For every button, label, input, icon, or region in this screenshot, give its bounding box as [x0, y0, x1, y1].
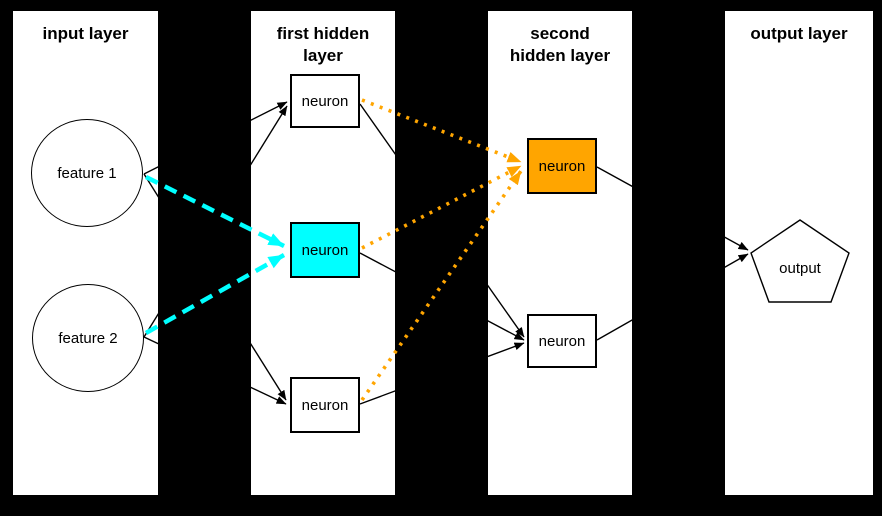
output-pentagon-shape	[750, 219, 850, 303]
node-hidden1-neuron-1-label: neuron	[301, 92, 349, 110]
edge-h2n2-output	[596, 253, 749, 341]
panel-title-line: second	[530, 24, 590, 43]
panel-input-title: input layer	[13, 23, 158, 45]
edge-feature2-h1n3	[143, 336, 287, 405]
panel-input-layer: input layer	[13, 11, 158, 495]
edge-feature1-h1n2-cyan	[144, 174, 286, 249]
node-hidden1-neuron-3-label: neuron	[301, 396, 349, 414]
edge-feature2-h1n2-cyan	[144, 253, 286, 335]
edge-feature1-h1n3	[143, 173, 287, 401]
panel-second-hidden-layer: second hidden layer	[488, 11, 632, 495]
edge-h1n1-h2n1-orange	[361, 98, 522, 164]
edge-feature1-h1n1	[143, 101, 288, 175]
node-hidden1-neuron-2-highlighted-cyan: neuron	[290, 222, 360, 278]
node-output-label: output	[779, 260, 821, 277]
node-hidden2-neuron-1-highlighted-orange: neuron	[527, 138, 597, 194]
edge-h1n3-h2n2	[359, 342, 525, 405]
edge-h1n2-h2n2	[359, 252, 525, 341]
edge-h1n3-h2n1-orange	[360, 169, 523, 402]
panel-title-line: first hidden	[276, 24, 370, 43]
node-hidden2-neuron-2: neuron	[527, 314, 597, 368]
node-feature-2: feature 2	[32, 284, 144, 392]
edge-feature2-h1n1	[143, 105, 288, 338]
node-hidden1-neuron-1: neuron	[290, 74, 360, 128]
panel-title-line: layer	[303, 46, 343, 65]
panel-title-line: input layer	[42, 24, 129, 43]
node-hidden2-neuron-1-label: neuron	[538, 157, 586, 175]
node-hidden1-neuron-2-label: neuron	[301, 241, 349, 259]
node-feature-1: feature 1	[31, 119, 143, 227]
panel-output-title: output layer	[725, 23, 873, 45]
node-hidden2-neuron-2-label: neuron	[538, 332, 586, 350]
node-feature-1-label: feature 1	[57, 164, 117, 182]
edge-h1n2-h2n1-orange	[361, 164, 522, 250]
panel-title-line: output layer	[750, 24, 848, 43]
node-feature-2-label: feature 2	[58, 329, 118, 347]
panel-title-line: hidden layer	[509, 46, 611, 65]
panel-second-hidden-title: second hidden layer	[488, 23, 632, 67]
edge-h1n1-h2n2	[359, 103, 525, 338]
panel-first-hidden-title: first hidden layer	[251, 23, 395, 67]
node-hidden1-neuron-3: neuron	[290, 377, 360, 433]
edge-h2n1-output	[596, 166, 749, 251]
